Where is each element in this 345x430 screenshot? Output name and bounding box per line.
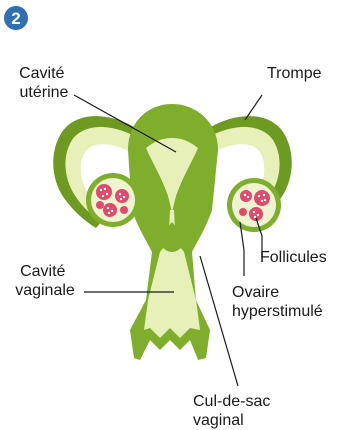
follicle (239, 208, 247, 216)
label-cavite-uterine: Cavité utérine (19, 65, 69, 101)
label-cavite-vaginale-line1: Cavité (20, 263, 65, 280)
label-ovaire: Ovaire hyperstimulé (232, 284, 323, 320)
label-cavite-uterine-line2: utérine (20, 84, 69, 101)
follicle (254, 190, 270, 206)
leader-ovaire (240, 222, 244, 276)
label-ovaire-line2: hyperstimulé (232, 303, 323, 320)
label-cul-de-sac-line2: vaginal (193, 412, 244, 429)
follicle (115, 189, 129, 203)
step-badge-number: 2 (11, 9, 20, 28)
label-cavite-uterine-line1: Cavité (19, 65, 64, 82)
label-cul-de-sac: Cul-de-sac vaginal (193, 393, 275, 429)
follicle (240, 190, 252, 202)
label-cavite-vaginale-line2: vaginale (15, 282, 75, 299)
label-cavite-vaginale: Cavité vaginale (15, 263, 75, 299)
follicle (103, 203, 117, 217)
follicle (96, 201, 104, 209)
label-trompe: Trompe (267, 65, 322, 82)
label-follicules: Follicules (260, 249, 327, 266)
label-ovaire-line1: Ovaire (232, 284, 279, 301)
follicle (120, 206, 128, 214)
follicle (96, 184, 112, 200)
label-cul-de-sac-line1: Cul-de-sac (193, 393, 270, 410)
